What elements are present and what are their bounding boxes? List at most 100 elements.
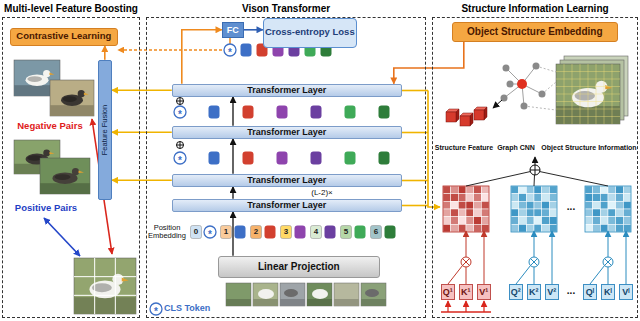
attention-cell <box>451 209 459 217</box>
ellipsis: ... <box>567 201 575 212</box>
attention-cell <box>474 209 482 217</box>
connector <box>112 131 172 133</box>
gull-part <box>284 289 298 297</box>
cls-mark: * <box>178 155 182 166</box>
attention-cell <box>542 186 550 194</box>
attention-cell <box>623 224 631 232</box>
box-label: K¹ <box>461 287 471 297</box>
patch-token <box>325 226 336 239</box>
input-arrow <box>447 301 448 312</box>
attention-cell <box>585 201 593 209</box>
panel-title: Multi-level Feature Boosting <box>4 3 138 15</box>
attention-cell <box>451 224 459 232</box>
image-patch <box>334 283 359 306</box>
attention-cell <box>451 217 459 225</box>
attention-cell <box>549 217 557 225</box>
patch-token <box>311 106 322 119</box>
position-box <box>311 226 322 239</box>
module-header: Object Structure Embedding <box>452 22 618 42</box>
patch-token <box>379 152 390 165</box>
position-box <box>251 226 262 239</box>
attention-cell <box>443 209 451 217</box>
attention-cell <box>481 224 489 232</box>
position-box <box>341 226 352 239</box>
attention-cell <box>542 217 550 225</box>
connector <box>394 42 464 84</box>
input-arrow <box>483 301 484 312</box>
box-label: Transformer Layer <box>247 200 326 210</box>
box-label: Cross-entropy Loss <box>265 27 355 38</box>
attention-cell <box>593 201 601 209</box>
bird-wing <box>63 96 77 102</box>
patch-token <box>355 226 366 239</box>
box-label: Kˡ <box>604 287 612 297</box>
image-patch <box>361 299 386 306</box>
attention-cell <box>474 186 482 194</box>
attention-cell <box>519 209 527 217</box>
attention-cell <box>585 209 593 217</box>
attention-cell <box>623 201 631 209</box>
panel-title: Structure Information Learning <box>461 3 608 15</box>
attention-cell <box>600 209 608 217</box>
bird-head <box>72 168 79 175</box>
bird-beak <box>122 278 129 282</box>
box-label: Q² <box>511 287 521 297</box>
attention-cell <box>542 201 550 209</box>
box-label: Object Structure Embedding <box>467 26 603 38</box>
attention-cell <box>466 209 474 217</box>
graph-node <box>507 81 514 88</box>
transformer-layer: Transformer Layer <box>172 126 402 139</box>
transformer-layer: Transformer Layer <box>172 84 402 97</box>
pair-arrow <box>44 218 80 256</box>
attention-cell <box>511 194 519 202</box>
attention-cell <box>585 194 593 202</box>
patch-token <box>241 44 252 57</box>
attention-cell <box>443 201 451 209</box>
photo-ground <box>50 105 94 116</box>
multiply-symbol <box>605 259 612 266</box>
attention-cell <box>511 201 519 209</box>
position-number: 2 <box>254 228 258 237</box>
graph-node <box>521 103 528 110</box>
image-patch <box>307 299 332 306</box>
attention-cell <box>466 224 474 232</box>
box-label: V² <box>547 287 556 297</box>
attention-cell <box>623 209 631 217</box>
attention-cell <box>451 186 459 194</box>
bird-photo <box>40 158 90 194</box>
value-link <box>484 231 485 284</box>
bird-beak <box>79 171 85 174</box>
attention-cell <box>519 186 527 194</box>
attention-cell <box>585 224 593 232</box>
qkv-box: V² <box>545 284 559 300</box>
image-patch <box>280 283 305 306</box>
image-patch <box>361 283 386 306</box>
add-symbol <box>535 165 536 175</box>
bird-head <box>78 90 85 97</box>
position-box <box>221 226 232 239</box>
panel-region: Vison TransformerFCCross-entropy LossTra… <box>146 17 426 318</box>
connector <box>232 139 233 174</box>
bird-beak <box>84 93 89 96</box>
photo-ground <box>74 258 136 314</box>
layer-tap <box>402 180 428 182</box>
qk-link <box>448 266 463 285</box>
attention-cell <box>616 186 624 194</box>
transformer-layer: Transformer Layer <box>172 174 402 187</box>
attention-cell <box>549 209 557 217</box>
attention-cell <box>481 209 489 217</box>
patch-token <box>243 152 254 165</box>
feature-cube <box>446 112 456 122</box>
qk-link <box>608 267 609 284</box>
attention-cell <box>458 217 466 225</box>
attention-cell <box>526 194 534 202</box>
position-number: 5 <box>344 228 348 237</box>
layer-tap <box>402 205 428 207</box>
position-number: 1 <box>224 228 228 237</box>
qk-link <box>466 267 467 284</box>
image-patch <box>307 283 332 306</box>
connector <box>182 30 222 84</box>
qkv-box: V¹ <box>477 284 491 300</box>
cls-link <box>229 38 231 44</box>
